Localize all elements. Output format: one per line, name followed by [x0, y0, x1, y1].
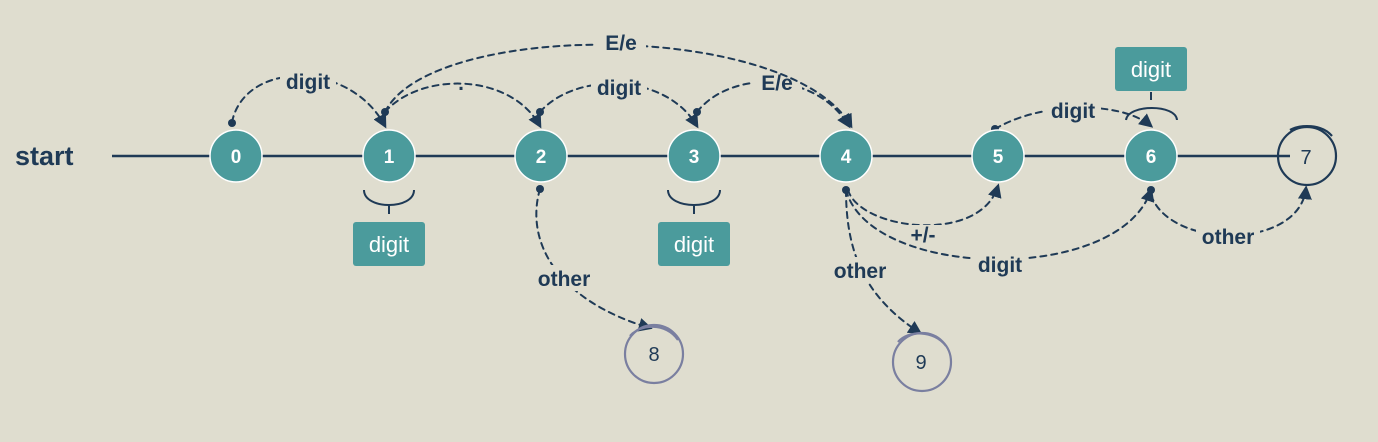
state-7-label: 7 — [1300, 147, 1311, 169]
transition-4-5: +/- — [847, 183, 1002, 247]
state-8-label: 8 — [648, 344, 659, 366]
transition-2-8: other — [532, 185, 653, 332]
self-loop-state-3: digit — [658, 189, 730, 266]
transition-label-1-2: . — [458, 72, 464, 95]
state-3: 3 — [667, 129, 721, 183]
state-6-label: 6 — [1146, 147, 1157, 168]
transition-1-4: E/e — [384, 30, 853, 129]
state-2: 2 — [514, 129, 568, 183]
self-loop-state-6: digit — [1115, 47, 1187, 121]
transition-4-6: digit — [845, 186, 1155, 277]
transition-label-4-5: +/- — [910, 224, 935, 247]
state-6: 6 — [1124, 129, 1178, 183]
self-loop-label-3: digit — [674, 232, 714, 257]
transition-label-4-9: other — [834, 260, 887, 283]
transition-label-3-4: E/e — [761, 72, 793, 95]
transition-label-4-6: digit — [978, 254, 1022, 277]
transition-1-2: . — [381, 72, 542, 129]
state-4: 4 — [819, 129, 873, 183]
transition-5-6: digit — [991, 98, 1154, 133]
self-loop-state-1: digit — [353, 189, 425, 266]
transition-label-6-7: other — [1202, 226, 1255, 249]
transition-6-7: other — [1150, 185, 1312, 249]
state-4-label: 4 — [841, 147, 852, 168]
state-0-label: 0 — [231, 147, 242, 168]
state-5-label: 5 — [993, 147, 1004, 168]
transition-label-2-3: digit — [597, 77, 641, 100]
self-loop-label-6: digit — [1131, 57, 1171, 82]
state-8: 8 — [623, 323, 685, 385]
transition-3-4: E/e — [693, 70, 851, 129]
state-1-label: 1 — [384, 147, 395, 168]
state-0: 0 — [209, 129, 263, 183]
transition-2-3: digit — [536, 75, 699, 129]
state-1: 1 — [362, 129, 416, 183]
state-2-label: 2 — [536, 147, 547, 168]
state-5: 5 — [971, 129, 1025, 183]
transition-label-5-6: digit — [1051, 100, 1095, 123]
state-3-label: 3 — [689, 147, 700, 168]
state-7: 7 — [1276, 124, 1338, 187]
state-9: 9 — [891, 331, 953, 393]
transition-label-2-8: other — [538, 268, 591, 291]
state-9-label: 9 — [915, 352, 926, 374]
transition-label-1-4: E/e — [605, 32, 637, 55]
transition-label-0-1: digit — [286, 71, 330, 94]
start-label: start — [15, 141, 74, 171]
transition-4-9: other — [828, 186, 923, 335]
transition-0-1: digit — [228, 69, 387, 129]
self-loop-label-1: digit — [369, 232, 409, 257]
